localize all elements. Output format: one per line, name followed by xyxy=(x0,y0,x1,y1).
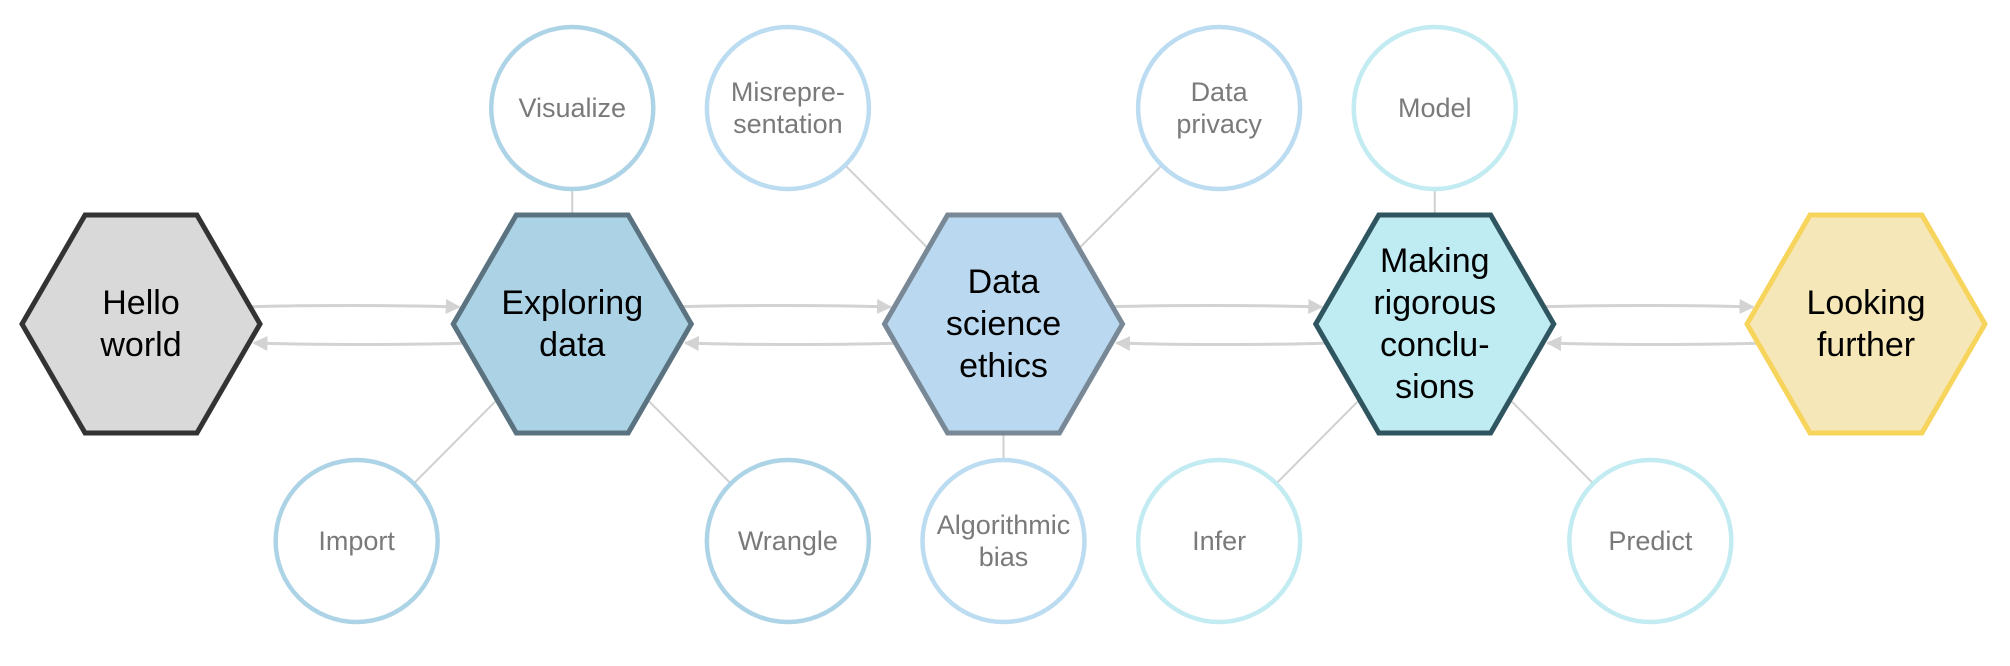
module-hexagon xyxy=(19,212,263,436)
module-hexagon xyxy=(1312,212,1557,436)
topic-label: Infer xyxy=(1192,526,1246,556)
topic-circle xyxy=(920,457,1087,625)
topic-circle xyxy=(1567,457,1734,625)
topic-circle xyxy=(1351,24,1518,192)
topic-circle xyxy=(1135,457,1303,625)
topic-node-visualize[interactable]: Visualize xyxy=(489,24,656,192)
module-node-rigor[interactable]: Making rigorous conclu-sions xyxy=(1312,212,1557,436)
module-node-explore[interactable]: Exploring data xyxy=(450,212,695,436)
module-label: Exploring xyxy=(501,284,643,322)
flow-arrow-backward xyxy=(252,335,472,351)
topic-node-model[interactable]: Model xyxy=(1351,24,1518,192)
topic-circle xyxy=(1135,24,1303,192)
module-node-hello[interactable]: Hello world xyxy=(19,212,263,436)
topic-node-import[interactable]: Import xyxy=(273,457,440,625)
topic-connector xyxy=(1275,394,1365,485)
topic-connector xyxy=(844,164,934,254)
topic-label: Predict xyxy=(1608,526,1693,556)
topic-circle xyxy=(489,24,656,192)
module-label: ethics xyxy=(959,347,1048,385)
topic-label: Visualize xyxy=(518,93,626,123)
topic-label: bias xyxy=(979,542,1029,572)
topic-connector xyxy=(1504,394,1594,485)
topic-label: sentation xyxy=(733,109,843,139)
topic-label: Import xyxy=(318,526,395,556)
module-label: science xyxy=(946,305,1061,343)
flows-layer xyxy=(241,299,1766,351)
topic-label: Wrangle xyxy=(738,526,838,556)
topic-connector xyxy=(413,394,503,485)
flow-arrow-forward xyxy=(1104,299,1324,315)
module-label: Hello xyxy=(102,284,179,322)
topic-circle xyxy=(704,24,872,192)
module-label: rigorous xyxy=(1373,284,1496,322)
flow-arrow-forward xyxy=(673,299,892,315)
topic-label: Algorithmic xyxy=(937,510,1071,540)
topic-label: Data xyxy=(1191,77,1249,107)
topic-connector xyxy=(642,394,732,485)
module-label: world xyxy=(99,326,181,364)
edges-layer xyxy=(413,164,1594,485)
topic-label: privacy xyxy=(1176,109,1262,139)
module-label: Making xyxy=(1380,242,1490,280)
topic-node-misrep[interactable]: Misrepre-sentation xyxy=(704,24,872,192)
flow-arrow-backward xyxy=(1546,335,1766,351)
module-hexagon xyxy=(450,212,695,436)
flow-arrow-backward xyxy=(683,335,903,351)
flow-arrow-forward xyxy=(241,299,461,315)
topic-node-wrangle[interactable]: Wrangle xyxy=(704,457,872,625)
module-label: sions xyxy=(1395,368,1474,406)
flow-arrow-backward xyxy=(1115,335,1334,351)
topic-node-infer[interactable]: Infer xyxy=(1135,457,1303,625)
topic-circle xyxy=(273,457,440,625)
module-hexagon xyxy=(881,212,1126,436)
module-label: Data xyxy=(968,263,1040,301)
topic-node-predict[interactable]: Predict xyxy=(1567,457,1734,625)
module-label: further xyxy=(1817,326,1915,364)
module-node-ethics[interactable]: Data science ethics xyxy=(881,212,1126,436)
topic-label: Model xyxy=(1398,93,1472,123)
module-label: data xyxy=(539,326,605,364)
topic-label: Misrepre- xyxy=(731,77,845,107)
module-label: Looking xyxy=(1806,284,1925,322)
flow-arrow-forward xyxy=(1535,299,1755,315)
topic-connector xyxy=(1073,164,1163,254)
modules-layer: Hello world Exploring data Data science ethics… xyxy=(19,212,1988,436)
module-node-further[interactable]: Looking further xyxy=(1744,212,1988,436)
module-hexagon xyxy=(1744,212,1988,436)
module-label: conclu- xyxy=(1380,326,1490,364)
topic-circle xyxy=(704,457,872,625)
